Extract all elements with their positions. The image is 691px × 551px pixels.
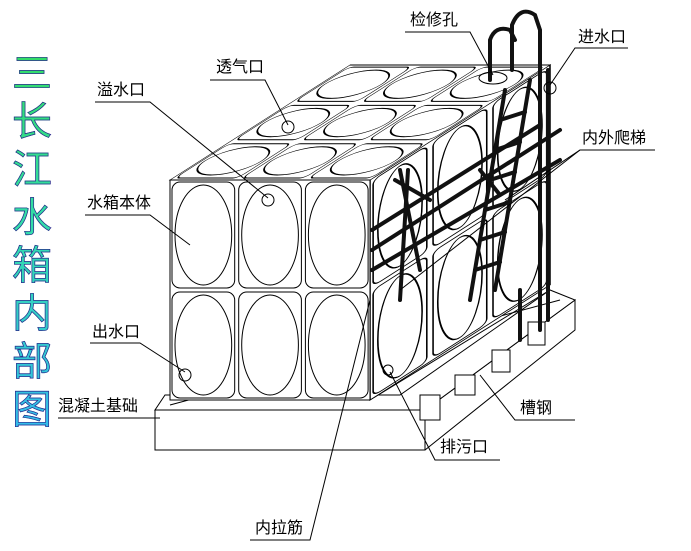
front-panel	[238, 291, 302, 399]
outlet-icon	[178, 368, 192, 382]
panel-boss	[329, 146, 404, 176]
drain-icon	[382, 364, 394, 376]
panel-boss	[196, 146, 271, 176]
label-drain: 排污口	[440, 437, 488, 456]
tank-front-face	[169, 179, 371, 401]
panel-boss	[389, 107, 464, 138]
vent-icon	[281, 120, 295, 134]
label-channel-steel: 槽钢	[520, 398, 552, 417]
label-tank-body: 水箱本体	[87, 193, 151, 212]
label-inspection-hole: 检修孔	[410, 10, 458, 29]
panel-boss	[449, 69, 524, 99]
label-overflow: 溢水口	[97, 80, 145, 99]
front-panel	[304, 181, 369, 289]
label-foundation: 混凝土基础	[58, 396, 138, 415]
front-panel	[171, 291, 236, 399]
top-panel	[304, 104, 416, 141]
panel-boss	[174, 184, 233, 286]
panel-boss	[382, 69, 457, 99]
inspection-hole-icon	[478, 71, 508, 85]
panel-boss	[377, 163, 423, 269]
ladder	[468, 9, 550, 342]
top-panel	[364, 66, 476, 102]
panel-boss	[307, 294, 366, 396]
front-panel	[238, 181, 302, 289]
panel-boss	[263, 146, 337, 176]
label-outlet: 出水口	[92, 322, 140, 341]
label-inlet: 进水口	[578, 27, 626, 46]
overflow-icon	[261, 193, 275, 207]
panel-boss	[436, 234, 483, 341]
label-ladder: 内外爬梯	[582, 128, 646, 147]
top-panel	[370, 104, 483, 141]
panel-boss	[323, 107, 397, 138]
channel-steel-beams	[169, 289, 561, 421]
top-panel	[310, 143, 423, 179]
label-vent: 透气口	[216, 57, 264, 76]
inlet-icon	[543, 81, 557, 95]
vertical-title: 三长江水箱内部图	[5, 52, 52, 437]
panel-boss	[256, 107, 331, 138]
top-panel	[244, 143, 356, 179]
panel-boss	[174, 294, 233, 396]
top-panel	[297, 66, 410, 102]
fittings	[178, 71, 557, 382]
top-panel	[177, 143, 290, 179]
leader-lines	[58, 31, 655, 541]
tank-top-face	[168, 64, 552, 181]
front-panel	[171, 181, 236, 289]
panel-boss	[307, 184, 366, 286]
panel-boss	[316, 69, 391, 99]
label-tie-rod: 内拉筋	[255, 518, 303, 537]
panel-boss	[241, 294, 299, 396]
top-panel	[237, 104, 350, 141]
panel-boss	[241, 184, 299, 286]
